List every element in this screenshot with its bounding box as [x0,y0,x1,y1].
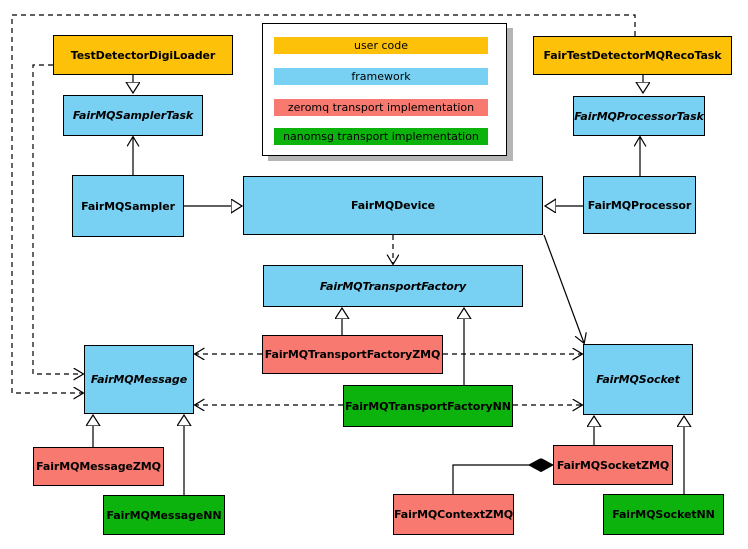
node-fairmqsamplertask: FairMQSamplerTask [63,95,203,136]
node-fairmqprocessortask: FairMQProcessorTask [573,96,705,136]
legend: user code framework zeromq transport imp… [262,23,507,156]
edge-fairtestdetectormqrecotask-to-fairmqmessage [11,14,636,393]
edge-testdetectordigiloader-to-fairmqmessage [32,64,83,374]
node-fairmqsocketnn: FairMQSocketNN [603,494,724,535]
node-fairmqsocketzmq: FairMQSocketZMQ [553,445,673,485]
legend-item-nanomsg: nanomsg transport implementation [274,128,488,145]
node-fairmqcontextzmq: FairMQContextZMQ [393,494,514,535]
node-fairmqprocessor: FairMQProcessor [583,176,696,234]
node-fairmqtransportfactorynn: FairMQTransportFactoryNN [343,385,513,427]
edge-fairmqcontextzmq-to-fairmqsocketzmq [452,465,552,494]
node-fairmqdevice: FairMQDevice [243,176,543,235]
node-fairmqsocket: FairMQSocket [583,344,693,415]
legend-item-framework: framework [274,68,488,85]
node-fairmqtransportfactoryzmq: FairMQTransportFactoryZMQ [262,335,443,374]
legend-item-user-code: user code [274,37,488,54]
node-fairmqmessagenn: FairMQMessageNN [103,495,225,535]
node-fairtestdetectormqrecotask: FairTestDetectorMQRecoTask [533,36,732,75]
node-fairmqtransportfactory: FairMQTransportFactory [263,265,523,307]
legend-item-zeromq: zeromq transport implementation [274,99,488,116]
node-fairmqsampler: FairMQSampler [72,175,184,237]
node-testdetectordigiloader: TestDetectorDigiLoader [53,35,233,75]
edge-fairmqdevice-to-fairmqsocket [543,234,584,343]
node-fairmqmessage: FairMQMessage [84,345,194,414]
node-fairmqmessagezmq: FairMQMessageZMQ [33,447,164,486]
